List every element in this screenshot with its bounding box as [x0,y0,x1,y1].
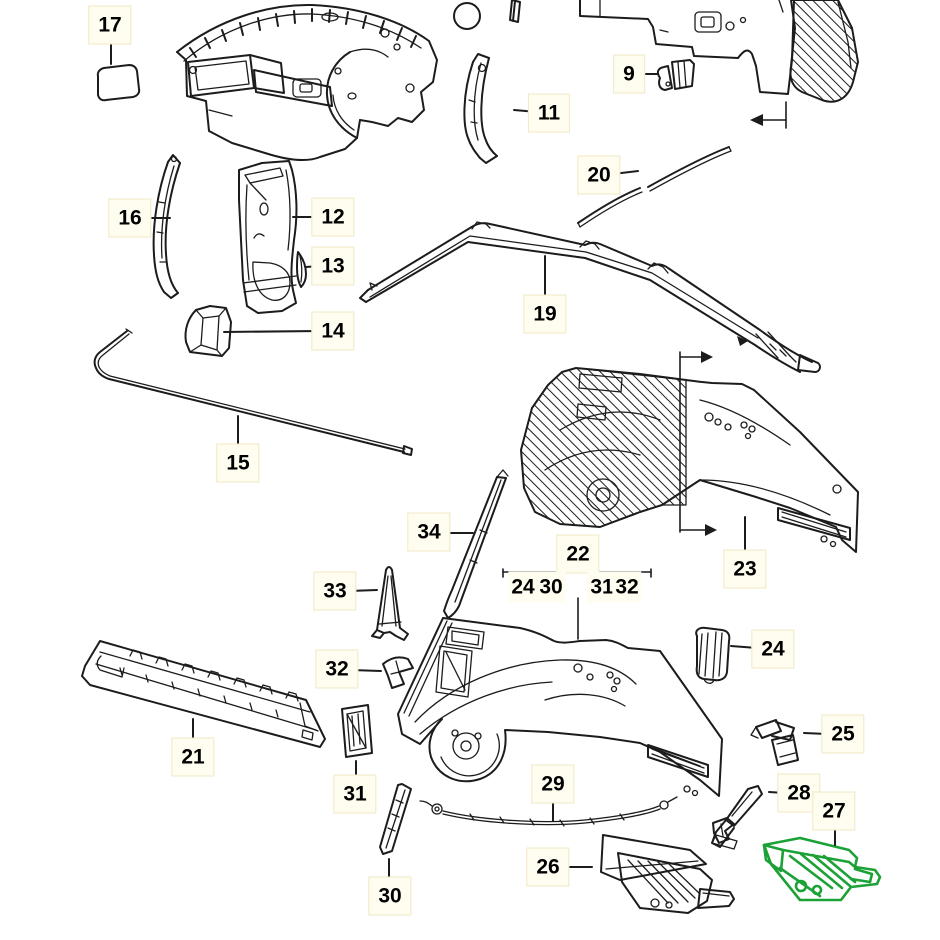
part-label-33[interactable]: 33 [313,571,357,611]
part-label-15[interactable]: 15 [216,443,260,483]
part-label-19[interactable]: 19 [523,294,567,334]
part-label-27[interactable]: 27 [812,791,856,831]
part-9-drawing [656,59,695,91]
part-13-drawing [296,251,307,288]
part-label-22-31[interactable]: 31 [587,571,617,603]
part-label-34[interactable]: 34 [407,512,451,552]
part-24-drawing [695,626,731,684]
part-14-drawing [184,305,232,357]
part-34-drawing [443,469,509,619]
part-12-drawing [238,160,298,314]
part-grommet-drawing [453,2,481,30]
part-wheelhouse-drawing [176,3,438,162]
part-33-drawing [371,566,409,641]
part-label-12[interactable]: 12 [311,197,355,237]
part-11-drawing [463,53,498,164]
part-31-drawing [341,704,373,758]
part-label-20[interactable]: 20 [577,155,621,195]
part-16-drawing [152,154,181,299]
part-15-drawing [93,328,413,456]
part-label-23[interactable]: 23 [723,549,767,589]
part-23-drawing [520,367,859,553]
part-21-drawing [81,640,326,748]
part-label-25[interactable]: 25 [821,714,865,754]
part-label-21[interactable]: 21 [171,737,215,777]
part-32-drawing [382,656,414,689]
part-22-drawing [397,617,723,797]
part-28-drawing [711,785,763,850]
part-label-32[interactable]: 32 [315,649,359,689]
part-label-22-32[interactable]: 32 [612,571,642,603]
part-label-30[interactable]: 30 [368,876,412,916]
part-label-26[interactable]: 26 [526,847,570,887]
part-25-drawing [750,719,799,766]
part-label-22-30[interactable]: 30 [536,571,566,603]
part-30-drawing [379,783,412,855]
part-label-29[interactable]: 29 [531,764,575,804]
part-label-13[interactable]: 13 [311,246,355,286]
section-arrow-top [750,101,787,129]
part-pillar-hatched-drawing [778,0,859,103]
part-17-drawing [96,64,141,102]
part-20-drawing [577,146,732,228]
part-stub-drawing [509,0,521,23]
part-cowl-drawing [579,0,795,95]
part-27-highlighted-drawing[interactable] [762,836,882,902]
part-29-drawing [419,796,678,827]
part-label-17[interactable]: 17 [88,5,132,45]
part-label-22[interactable]: 22 [556,534,600,574]
part-label-22-24[interactable]: 24 [508,571,538,603]
part-19-drawing [359,221,821,373]
part-label-9[interactable]: 9 [613,54,645,94]
part-26-drawing [600,817,735,914]
part-label-14[interactable]: 14 [311,311,355,351]
part-label-11[interactable]: 11 [527,93,571,133]
part-label-31[interactable]: 31 [333,774,377,814]
part-label-24[interactable]: 24 [751,629,795,669]
part-label-16[interactable]: 16 [108,198,152,238]
